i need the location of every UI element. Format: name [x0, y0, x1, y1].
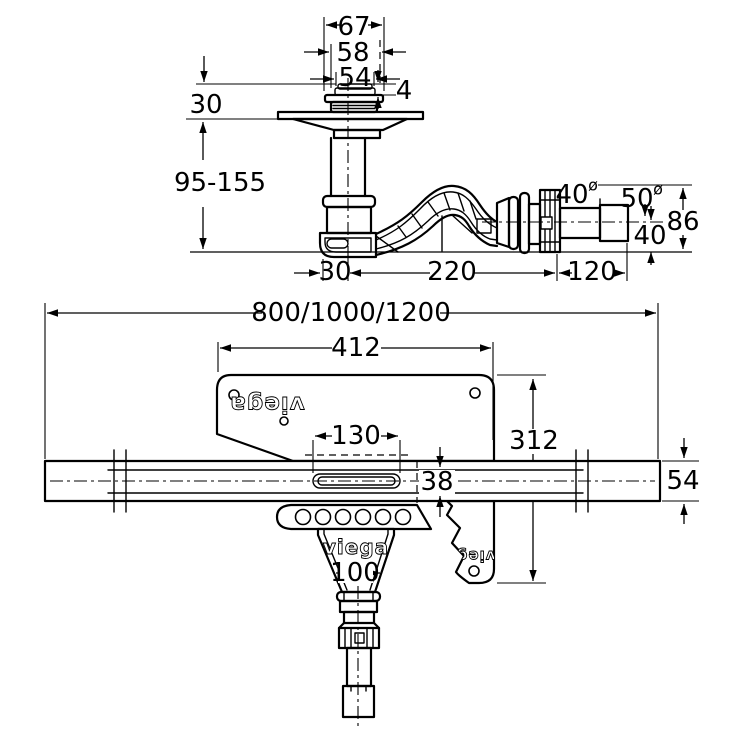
dim-grate-inner: 54 [338, 63, 371, 93]
dim-slot-length: 130 [331, 421, 381, 451]
diameter-symbol: ø [588, 176, 598, 195]
dim-body-length: 220 [427, 257, 477, 287]
text-masks [184, 168, 699, 583]
dim-grate-lip: 4 [396, 76, 413, 106]
brand-logo-funnel: viega [323, 535, 389, 559]
dim-funnel-width: 100 [330, 558, 380, 588]
screw-hole [468, 565, 480, 577]
dim-outlet-length: 120 [567, 257, 617, 287]
screw-hole [469, 387, 481, 399]
dim-install-depth: 95-155 [174, 168, 266, 198]
dim-body-offset: 30 [318, 257, 351, 287]
brand-logo-plate: viega [229, 391, 304, 417]
inlet-pipe [321, 136, 377, 235]
bottom-outlet-stack [335, 586, 382, 726]
dim-plate-width: 412 [331, 333, 381, 363]
upper-view-dimensions [186, 17, 687, 281]
dim-plate-height: 312 [509, 426, 559, 456]
channel-bar [43, 449, 662, 513]
dim-grate-outer: 67 [337, 12, 370, 42]
dim-outlet-axis-height: 40 [633, 221, 666, 251]
dim-channel-outer-height: 54 [666, 466, 699, 496]
upper-view-side-section [190, 78, 695, 259]
dimension-labels: 67 58 54 4 30 95-155 40 ø 50 ø 86 40 30 … [174, 12, 700, 588]
drain-slot [312, 473, 401, 489]
diameter-symbol: ø [653, 180, 663, 199]
dim-outlet-height: 86 [666, 207, 699, 237]
screw-hole [228, 389, 240, 401]
flange-plate [276, 110, 425, 140]
lower-view-plan: viega viega [43, 303, 699, 726]
dim-channel-inner-height: 38 [420, 467, 453, 497]
dim-outlet-pipe-diameter: 40 [555, 180, 588, 210]
outlet-pipe [558, 198, 630, 243]
brand-logo-dot [279, 416, 289, 426]
perforated-strip [275, 503, 433, 531]
dim-connector-diameter: 50 [620, 184, 653, 214]
dim-grate-mid: 58 [336, 38, 369, 68]
dim-flange-offset: 30 [189, 90, 222, 120]
trap-arm [374, 184, 499, 257]
dim-channel-lengths: 800/1000/1200 [251, 298, 450, 328]
brand-logo-tab: viega [445, 547, 496, 565]
